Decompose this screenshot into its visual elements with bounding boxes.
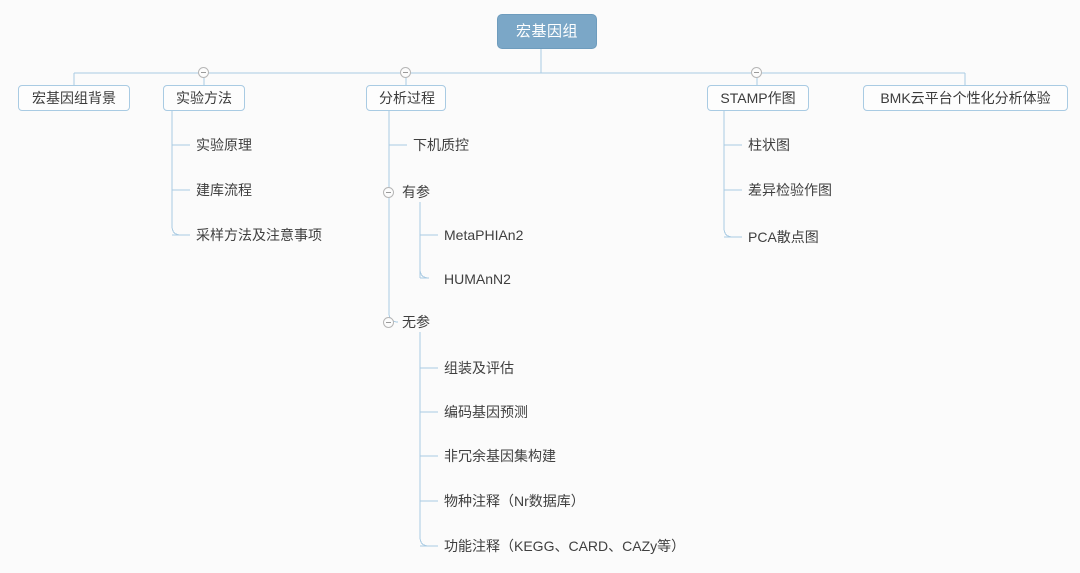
leaf-node-reference-based[interactable]: 有参 bbox=[402, 184, 430, 200]
leaf-node-de-novo[interactable]: 无参 bbox=[402, 314, 430, 330]
branch-node-bmk-cloud-platform[interactable]: BMK云平台个性化分析体验 bbox=[863, 85, 1068, 111]
collapse-toggle-reference-based-icon[interactable] bbox=[383, 187, 394, 198]
leaf-node-function-annotation[interactable]: 功能注释（KEGG、CARD、CAZy等） bbox=[444, 538, 686, 554]
collapse-toggle-analysis-process-icon[interactable] bbox=[400, 67, 411, 78]
leaf-node-difference-test-plot[interactable]: 差异检验作图 bbox=[748, 182, 832, 198]
leaf-node-species-annotation[interactable]: 物种注释（Nr数据库） bbox=[444, 493, 585, 509]
collapse-toggle-de-novo-icon[interactable] bbox=[383, 317, 394, 328]
leaf-node-library-process[interactable]: 建库流程 bbox=[196, 182, 252, 198]
root-node[interactable]: 宏基因组 bbox=[497, 14, 598, 49]
leaf-node-humann2[interactable]: HUMAnN2 bbox=[444, 271, 511, 287]
leaf-node-non-redundant-gene-set[interactable]: 非冗余基因集构建 bbox=[444, 448, 556, 464]
leaf-node-pca-scatter-plot[interactable]: PCA散点图 bbox=[748, 229, 819, 245]
leaf-node-sequencing-qc[interactable]: 下机质控 bbox=[413, 137, 469, 153]
collapse-toggle-experiment-method-icon[interactable] bbox=[198, 67, 209, 78]
leaf-node-sampling-method[interactable]: 采样方法及注意事项 bbox=[196, 227, 322, 243]
branch-node-analysis-process[interactable]: 分析过程 bbox=[366, 85, 446, 111]
branch-node-background[interactable]: 宏基因组背景 bbox=[18, 85, 130, 111]
leaf-node-metaphlan2[interactable]: MetaPHIAn2 bbox=[444, 227, 524, 243]
branch-node-experiment-method[interactable]: 实验方法 bbox=[163, 85, 245, 111]
branch-node-stamp-plotting[interactable]: STAMP作图 bbox=[707, 85, 809, 111]
leaf-node-assembly-evaluation[interactable]: 组装及评估 bbox=[444, 360, 514, 376]
collapse-toggle-stamp-plotting-icon[interactable] bbox=[751, 67, 762, 78]
leaf-node-experiment-principle[interactable]: 实验原理 bbox=[196, 137, 252, 153]
leaf-node-coding-gene-prediction[interactable]: 编码基因预测 bbox=[444, 404, 528, 420]
leaf-node-bar-chart[interactable]: 柱状图 bbox=[748, 137, 790, 153]
